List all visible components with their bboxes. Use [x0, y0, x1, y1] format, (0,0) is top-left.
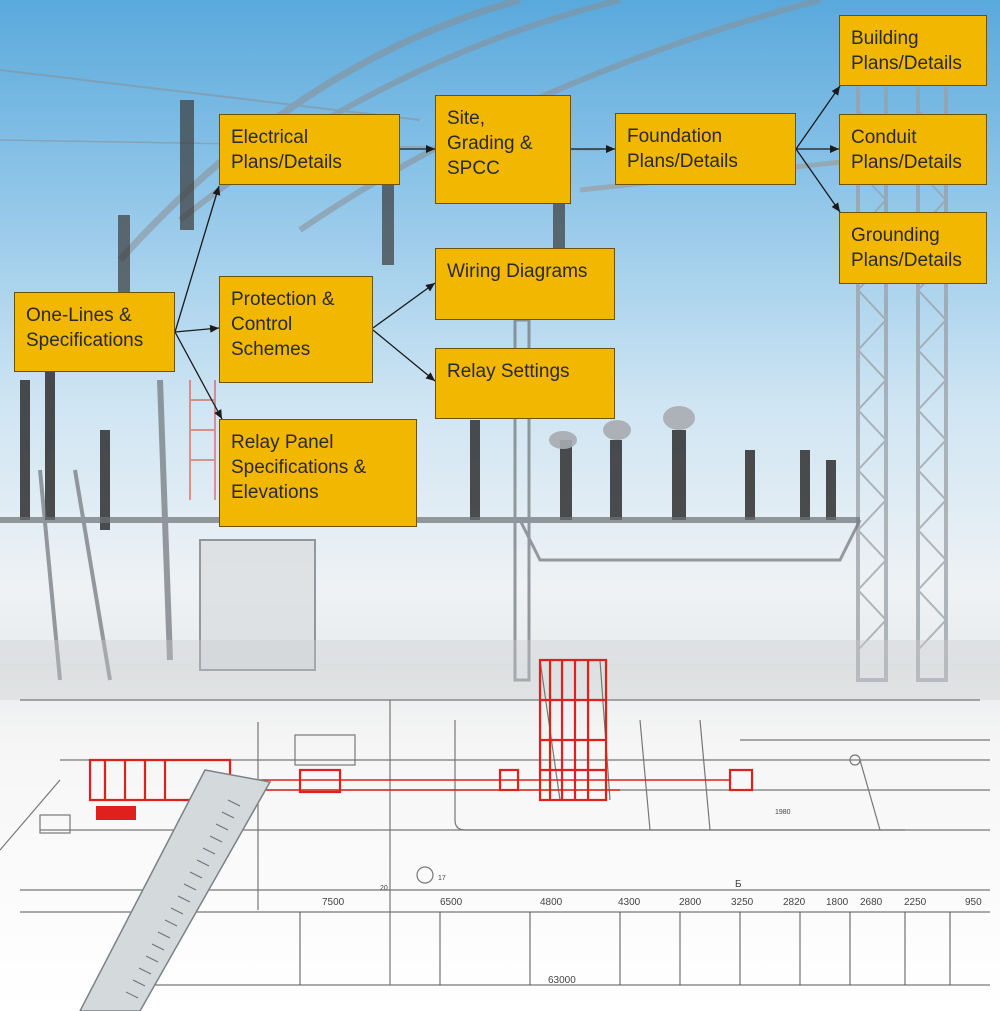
node-foundation-plans-details: Foundation Plans/Details — [615, 113, 796, 185]
dimension-label-5: 3250 — [731, 897, 754, 908]
arrow-foundation-to-building — [795, 85, 841, 150]
arrow-one_lines-to-protection — [174, 324, 220, 333]
node-one-lines-specifications: One-Lines & Specifications — [14, 292, 175, 372]
dimension-label-2: 4800 — [540, 897, 563, 908]
ruler — [79, 769, 272, 1011]
dimension-label-7: 1800 — [826, 897, 849, 908]
mark-20: 20 — [380, 885, 388, 892]
mark-b: Б — [735, 879, 742, 890]
arrow-one_lines-to-electrical — [174, 185, 221, 333]
dimension-label-3: 4300 — [618, 897, 641, 908]
arrow-protection-to-wiring — [372, 282, 436, 329]
dimension-label-9: 2250 — [904, 897, 927, 908]
dimension-label-6: 2820 — [783, 897, 806, 908]
dimension-label-10: 950 — [965, 897, 982, 908]
arrow-foundation-to-grounding — [795, 148, 841, 213]
arrow-protection-to-relay_settings — [372, 329, 436, 382]
node-electrical-plans-details: Electrical Plans/Details — [219, 114, 400, 185]
arrow-one_lines-to-relay_panel — [174, 331, 223, 420]
node-building-plans-details: Building Plans/Details — [839, 15, 987, 86]
dimension-total: 63000 — [548, 975, 576, 986]
dimension-label-4: 2800 — [679, 897, 702, 908]
node-site-grading-spcc: Site, Grading & SPCC — [435, 95, 571, 204]
dimension-label-1: 6500 — [440, 897, 463, 908]
node-wiring-diagrams: Wiring Diagrams — [435, 248, 615, 320]
mark-1980: 1980 — [775, 809, 791, 816]
node-conduit-plans-details: Conduit Plans/Details — [839, 114, 987, 185]
mark-17: 17 — [438, 875, 446, 882]
dimension-label-0: 7500 — [322, 897, 345, 908]
dimension-label-8: 2680 — [860, 897, 883, 908]
node-relay-settings: Relay Settings — [435, 348, 615, 419]
node-relay-panel-specifications: Relay Panel Specifications & Elevations — [219, 419, 417, 527]
node-grounding-plans-details: Grounding Plans/Details — [839, 212, 987, 284]
node-protection-control-schemes: Protection & Control Schemes — [219, 276, 373, 383]
